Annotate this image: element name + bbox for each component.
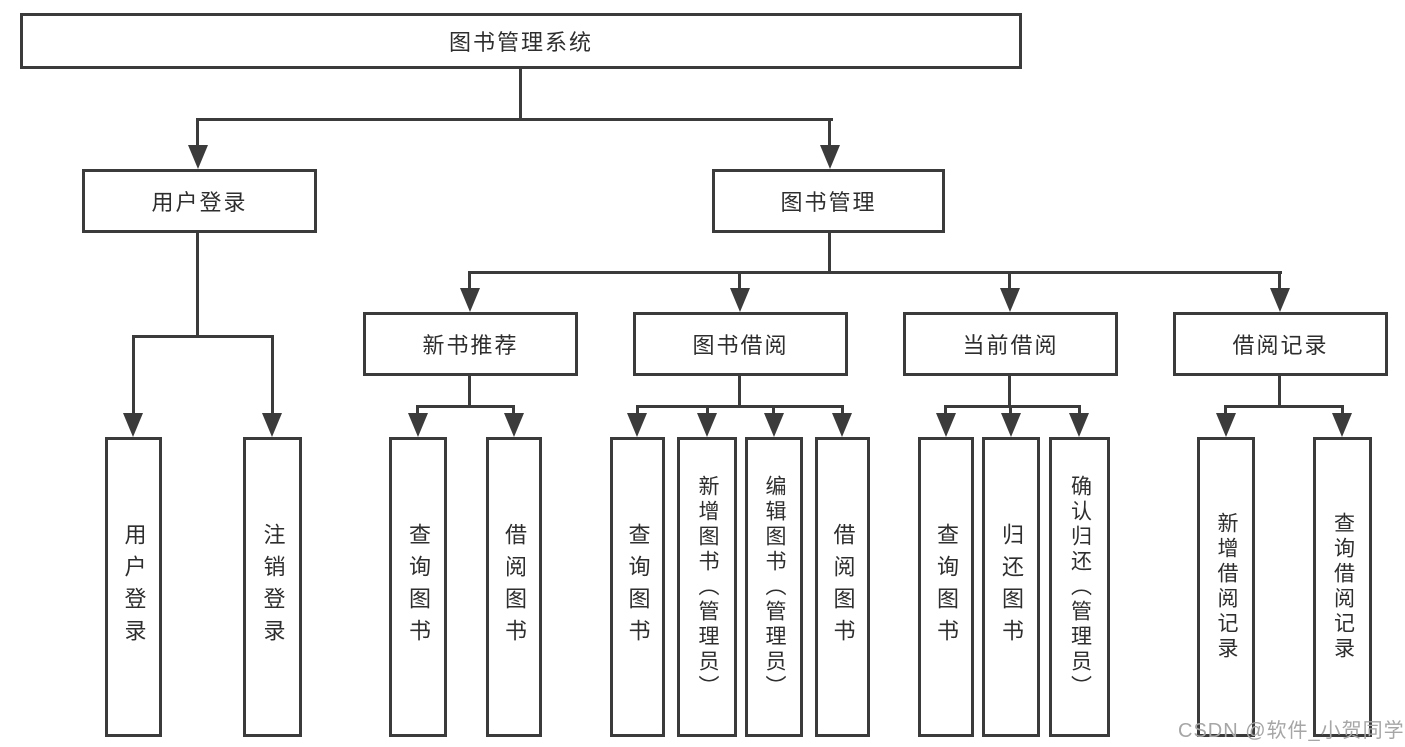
- node-book-management: 图书管理: [712, 169, 945, 233]
- arrowhead-leaf-login: [123, 413, 143, 437]
- leaf-br-query-record-label: 查询借阅记录: [1331, 512, 1355, 662]
- connector-nb-leaf2-stem: [512, 405, 515, 415]
- connector-book-mgmt-stem: [828, 118, 831, 147]
- connector-book-borrow-down: [738, 376, 741, 407]
- arrowhead-bb-leaf3: [764, 413, 784, 437]
- node-book-borrowing: 图书借阅: [633, 312, 848, 376]
- leaf-cb-confirm-return-admin-label: 确认归还（管理员）: [1068, 474, 1092, 700]
- connector-borrow-records-down: [1278, 376, 1281, 407]
- leaf-bb-borrow-books-label: 借阅图书: [830, 523, 856, 651]
- arrowhead-book-borrow: [730, 288, 750, 312]
- connector-leaf-logout-stem: [271, 335, 274, 415]
- leaf-user-login-label: 用户登录: [121, 523, 147, 651]
- leaf-cb-return-books: 归还图书: [982, 437, 1040, 737]
- connector-current-borrow-stem: [1008, 271, 1011, 291]
- arrowhead-br-leaf2: [1332, 413, 1352, 437]
- connector-br-leaf2-stem: [1341, 405, 1344, 415]
- connector-current-borrow-rail: [944, 405, 1081, 408]
- arrowhead-cb-leaf2: [1001, 413, 1021, 437]
- leaf-bb-query-books: 查询图书: [610, 437, 665, 737]
- connector-leaf-login-stem: [132, 335, 135, 415]
- leaf-nb-borrow-books: 借阅图书: [486, 437, 542, 737]
- leaf-cb-query-books-label: 查询图书: [934, 523, 959, 651]
- connector-borrow-records-stem: [1278, 271, 1281, 291]
- leaf-bb-edit-books-admin: 编辑图书（管理员）: [745, 437, 803, 737]
- arrowhead-leaf-logout: [262, 413, 282, 437]
- connector-nb-leaf1-stem: [416, 405, 419, 415]
- arrowhead-nb-leaf2: [504, 413, 524, 437]
- node-user-login: 用户登录: [82, 169, 317, 233]
- connector-bb-leaf4-stem: [841, 405, 844, 415]
- arrowhead-bb-leaf2: [697, 413, 717, 437]
- leaf-bb-add-books-admin: 新增图书（管理员）: [677, 437, 737, 737]
- connector-root-stem: [519, 69, 522, 120]
- connector-new-books-stem: [468, 271, 471, 291]
- leaf-br-query-record: 查询借阅记录: [1313, 437, 1372, 737]
- arrowhead-cb-leaf3: [1069, 413, 1089, 437]
- connector-book-mgmt-down: [828, 233, 831, 273]
- leaf-nb-query-books: 查询图书: [389, 437, 447, 737]
- arrowhead-book-mgmt: [820, 145, 840, 169]
- connector-bb-leaf2-stem: [706, 405, 709, 415]
- connector-book-borrow-stem: [738, 271, 741, 291]
- connector-cb-leaf1-stem: [944, 405, 947, 415]
- leaf-user-login: 用户登录: [105, 437, 162, 737]
- connector-user-login-stem: [196, 118, 199, 147]
- arrowhead-borrow-records: [1270, 288, 1290, 312]
- connector-book-borrow-rail: [636, 405, 844, 408]
- connector-new-books-down: [468, 376, 471, 407]
- arrowhead-current-borrow: [1000, 288, 1020, 312]
- arrowhead-bb-leaf1: [627, 413, 647, 437]
- connector-cb-leaf3-stem: [1078, 405, 1081, 415]
- leaf-logout: 注销登录: [243, 437, 302, 737]
- connector-new-books-rail: [416, 405, 515, 408]
- connector-user-login-rail: [132, 335, 274, 338]
- connector-root-rail: [196, 118, 833, 121]
- connector-cb-leaf2-stem: [1009, 405, 1012, 415]
- connector-bb-leaf1-stem: [636, 405, 639, 415]
- arrowhead-cb-leaf1: [936, 413, 956, 437]
- leaf-bb-borrow-books: 借阅图书: [815, 437, 870, 737]
- connector-current-borrow-down: [1008, 376, 1011, 407]
- connector-level3-rail: [468, 271, 1282, 274]
- leaf-logout-label: 注销登录: [260, 523, 286, 651]
- node-root-library-system: 图书管理系统: [20, 13, 1022, 69]
- arrowhead-new-books: [460, 288, 480, 312]
- arrowhead-nb-leaf1: [408, 413, 428, 437]
- leaf-cb-return-books-label: 归还图书: [999, 523, 1024, 651]
- leaf-br-add-record: 新增借阅记录: [1197, 437, 1255, 737]
- arrowhead-br-leaf1: [1216, 413, 1236, 437]
- arrowhead-user-login: [188, 145, 208, 169]
- leaf-bb-add-books-admin-label: 新增图书（管理员）: [696, 474, 719, 700]
- node-borrow-records: 借阅记录: [1173, 312, 1388, 376]
- connector-br-leaf1-stem: [1224, 405, 1227, 415]
- leaf-bb-edit-books-admin-label: 编辑图书（管理员）: [763, 474, 786, 700]
- connector-borrow-records-rail: [1224, 405, 1344, 408]
- leaf-nb-borrow-books-label: 借阅图书: [502, 523, 527, 651]
- leaf-cb-confirm-return-admin: 确认归还（管理员）: [1049, 437, 1110, 737]
- node-new-book-recommend: 新书推荐: [363, 312, 578, 376]
- leaf-cb-query-books: 查询图书: [918, 437, 974, 737]
- leaf-bb-query-books-label: 查询图书: [625, 523, 651, 651]
- leaf-br-add-record-label: 新增借阅记录: [1215, 512, 1238, 662]
- connector-user-login-down: [196, 233, 199, 337]
- leaf-nb-query-books-label: 查询图书: [406, 523, 431, 651]
- connector-bb-leaf3-stem: [772, 405, 775, 415]
- csdn-watermark: CSDN @软件_小贺同学: [1178, 720, 1405, 742]
- node-current-borrowing: 当前借阅: [903, 312, 1118, 376]
- arrowhead-bb-leaf4: [832, 413, 852, 437]
